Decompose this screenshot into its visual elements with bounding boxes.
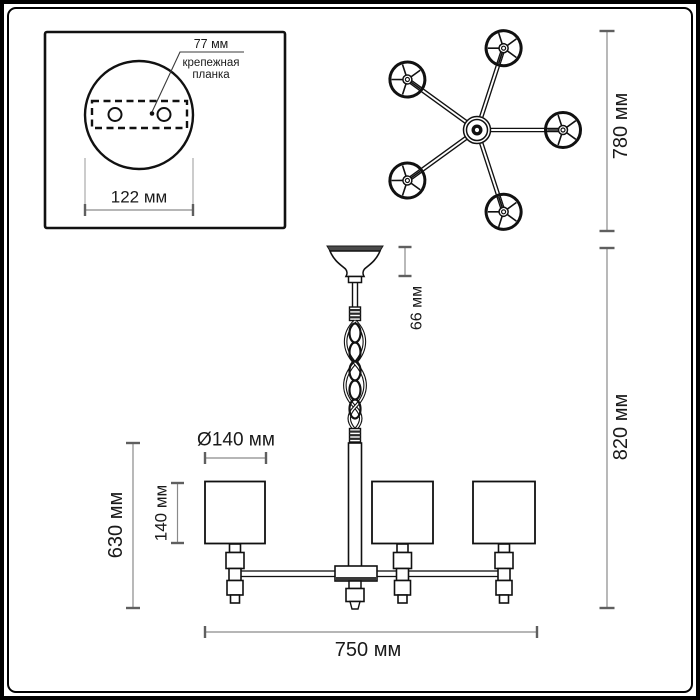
inset-box [43, 30, 287, 230]
candle-left [225, 543, 245, 604]
top-view: 780 мм [381, 24, 632, 236]
dim-d140: Ø140 мм [197, 430, 275, 464]
mounting-hole-left [107, 107, 123, 122]
ceiling-cup-circle [83, 59, 195, 171]
hub-block [334, 565, 378, 610]
shade-top-upper-left [381, 53, 434, 106]
dim-750: 750 мм [203, 626, 539, 661]
shade-top-upper [480, 24, 528, 72]
dim-630-label: 630 мм [105, 492, 127, 558]
shade-middle [371, 480, 434, 545]
dim-140-label: 140 мм [152, 485, 171, 541]
mounting-bracket-dashed [90, 99, 189, 130]
candle-right [494, 543, 514, 604]
shade-right [472, 480, 536, 545]
dim-780: 780 мм [599, 29, 632, 233]
dim-d140-label: Ø140 мм [197, 430, 275, 451]
mounting-hole-right [156, 107, 172, 122]
dim-77-label: 77 мм [194, 37, 229, 51]
dim-122-label: 122 мм [111, 188, 167, 207]
dim-140: 140 мм [152, 481, 184, 545]
dim-66: 66 мм [398, 245, 426, 330]
hole-spacing-point [149, 111, 155, 116]
canopy [326, 245, 384, 284]
dim-630: 630 мм [105, 441, 140, 610]
dim-820-label: 820 мм [610, 394, 632, 460]
dim-820: 820 мм [599, 246, 632, 610]
dim-780-label: 780 мм [610, 93, 632, 159]
bracket-label-line1: крепежная [183, 57, 240, 69]
bottom-finial [349, 600, 361, 610]
dim-750-label: 750 мм [335, 639, 401, 661]
leader-line [151, 51, 244, 113]
bracket-label-line2: планка [192, 69, 230, 81]
candle-middle [392, 543, 413, 604]
side-view: 66 мм 820 мм Ø140 мм 140 мм [105, 245, 632, 661]
dim-122: 122 мм [83, 158, 195, 216]
shade-top-right [544, 111, 582, 149]
mounting-plate-inset: 77 мм крепежная планка 122 мм [43, 30, 287, 230]
hub-top-view [462, 115, 492, 145]
shade-top-bottom-left [381, 154, 434, 207]
shade-left [204, 480, 266, 545]
shade-top-bottom [480, 188, 528, 236]
center-column [347, 442, 363, 569]
dim-66-label: 66 мм [409, 286, 426, 330]
chain [343, 282, 367, 443]
